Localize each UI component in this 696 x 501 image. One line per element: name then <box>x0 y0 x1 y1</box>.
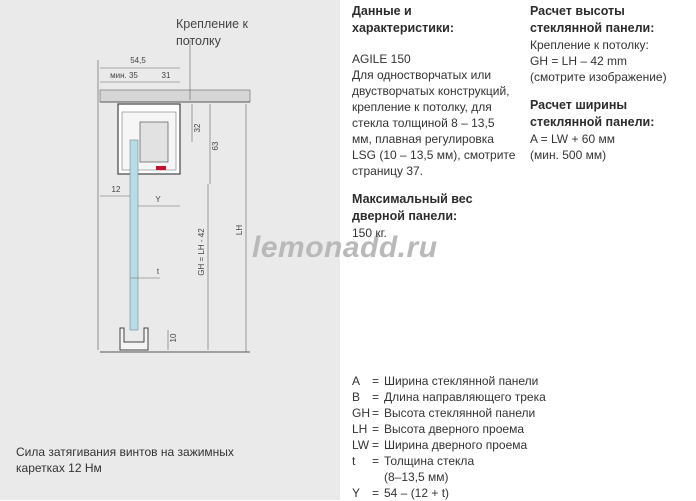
height-calc-line2: GH = LH – 42 mm <box>530 54 628 68</box>
watermark: lemonadd.ru <box>252 231 438 264</box>
legend-key: B <box>352 390 361 404</box>
legend-key: LW <box>352 438 370 452</box>
red-marker <box>156 166 166 170</box>
calculation-column: Расчет высоты стеклянной панели: Креплен… <box>530 3 690 163</box>
legend-key <box>352 469 372 485</box>
legend-eq: = <box>372 374 380 388</box>
floor-guide <box>119 327 149 351</box>
dim-63-text: 63 <box>211 141 220 150</box>
legend-row: LH = Высота дверного проема <box>352 421 692 437</box>
legend-row: (8–13,5 мм) <box>352 469 692 485</box>
legend: A = Ширина стеклянной панели B = Длина н… <box>352 373 692 501</box>
legend-row: Y = 54 – (12 + t) <box>352 485 692 501</box>
legend-key: A <box>352 374 361 388</box>
legend-key: t <box>352 454 356 468</box>
legend-eq: = <box>372 390 380 404</box>
max-weight-value: 150 кг. <box>352 226 387 240</box>
torque-footnote: Сила затягивания винтов на зажимных каре… <box>16 445 234 475</box>
legend-eq: = <box>372 406 380 420</box>
model-name: AGILE 150 <box>352 52 411 66</box>
dim-lh-text: LH <box>235 225 244 235</box>
ceiling-label-line1: Крепление к <box>176 17 248 31</box>
legend-eq: = <box>372 454 380 468</box>
legend-value: Ширина дверного проема <box>384 438 528 452</box>
model-description: Для одностворчатых или двустворчатых кон… <box>352 68 516 178</box>
dim-y-text: Y <box>155 195 161 204</box>
legend-eq <box>372 469 384 485</box>
legend-eq: = <box>372 422 380 436</box>
dim-10-text: 10 <box>169 333 178 342</box>
dim-gh-text: GH = LH - 42 <box>197 228 206 276</box>
technical-drawing: 54,5 мин. 35 31 32 63 12 Y t 10 GH = LH … <box>97 40 251 353</box>
carriage <box>139 121 169 163</box>
legend-eq: = <box>372 486 380 500</box>
drawing-panel: 54,5 мин. 35 31 32 63 12 Y t 10 GH = LH … <box>0 0 340 500</box>
ceiling-label-line2: потолку <box>176 34 221 48</box>
dim-545-text: 54,5 <box>130 56 146 65</box>
legend-value: 54 – (12 + t) <box>384 486 450 500</box>
dim-min35-text: мин. 35 <box>110 71 138 80</box>
specs-heading: Данные и характеристики: <box>352 4 455 35</box>
width-calc-line2: (мин. 500 мм) <box>530 148 607 162</box>
legend-value: Длина направляющего трека <box>384 390 546 404</box>
legend-key: LH <box>352 422 368 436</box>
dim-t-text: t <box>157 267 160 276</box>
height-calc-heading: Расчет высоты стеклянной панели: <box>530 4 655 35</box>
legend-row: GH = Высота стеклянной панели <box>352 405 692 421</box>
width-calc-heading: Расчет ширины стеклянной панели: <box>530 98 655 129</box>
width-calc-line1: A = LW + 60 мм <box>530 132 615 146</box>
legend-eq: = <box>372 438 380 452</box>
legend-row: B = Длина направляющего трека <box>352 389 692 405</box>
legend-row: A = Ширина стеклянной панели <box>352 373 692 389</box>
legend-key: Y <box>352 486 361 500</box>
height-calc-line3: (смотрите изображение) <box>530 70 667 84</box>
dim-12-text: 12 <box>112 185 121 194</box>
specs-column: Данные и характеристики: AGILE 150 Для о… <box>352 3 517 241</box>
legend-value: Ширина стеклянной панели <box>384 374 539 388</box>
legend-row: LW = Ширина дверного проема <box>352 437 692 453</box>
legend-value: Высота дверного проема <box>384 422 524 436</box>
legend-value: Высота стеклянной панели <box>384 406 536 420</box>
dim-31-text: 31 <box>162 71 171 80</box>
legend-row: t = Толщина стекла <box>352 453 692 469</box>
legend-value: Толщина стекла <box>384 454 475 468</box>
height-calc-line1: Крепление к потолку: <box>530 38 649 52</box>
ceiling-hatch <box>99 89 251 103</box>
legend-value: (8–13,5 мм) <box>384 470 449 484</box>
legend-key: GH <box>352 406 370 420</box>
glass-panel <box>129 139 139 331</box>
dim-32-text: 32 <box>193 123 202 132</box>
ceiling-mount-label: Крепление к потолку <box>176 16 296 50</box>
max-weight-heading: Максимальный вес дверной панели: <box>352 192 473 223</box>
